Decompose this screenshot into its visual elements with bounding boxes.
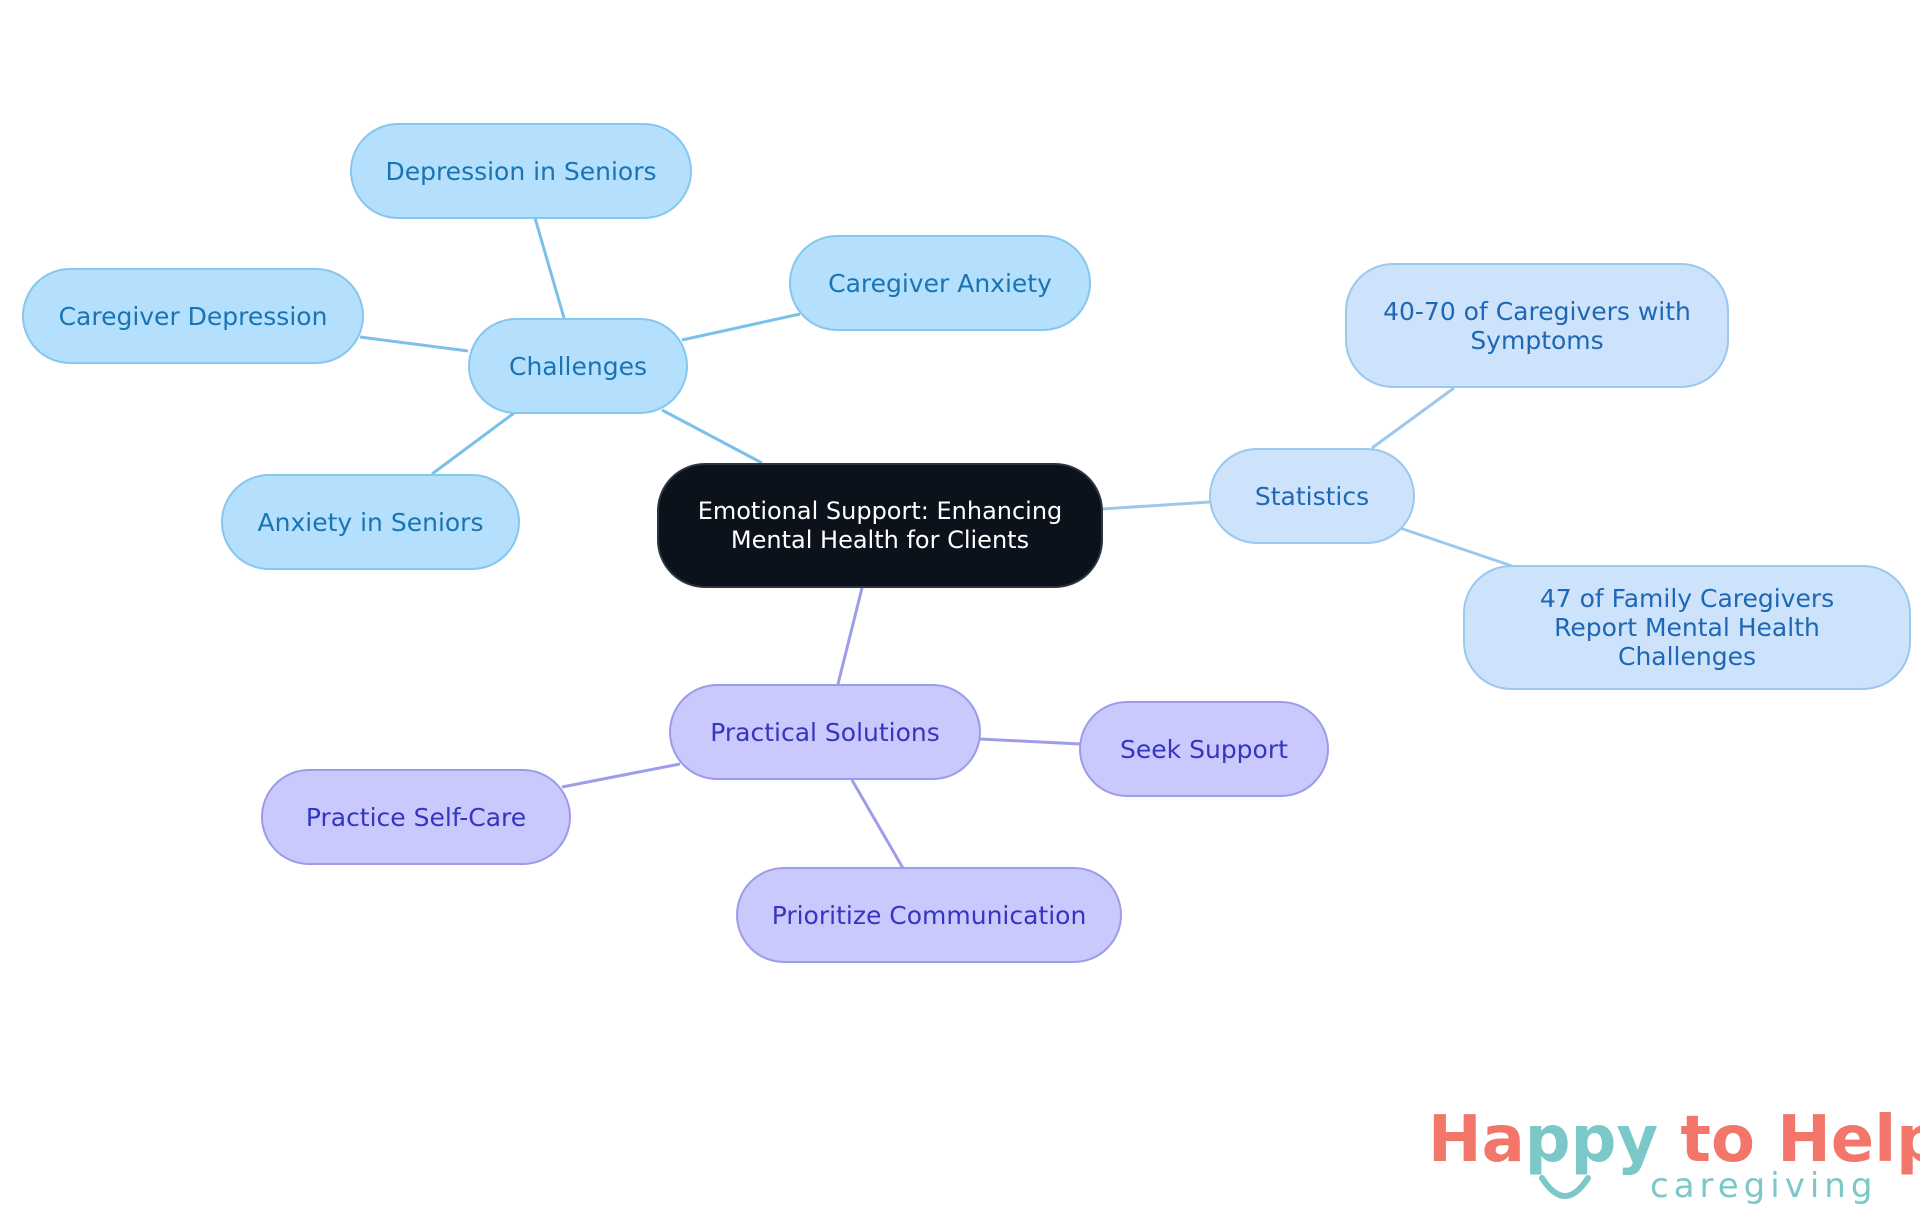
node-caregiver-depression[interactable]: Caregiver Depression (22, 268, 364, 364)
node-40-70-caregivers-label: 40-70 of Caregivers with Symptoms (1383, 296, 1691, 355)
node-prioritize-communication[interactable]: Prioritize Communication (736, 867, 1122, 963)
logo-main-part-b: ppy (1524, 1103, 1659, 1177)
branch-statistics[interactable]: Statistics (1209, 448, 1415, 544)
logo-main-text: Happy to Help (1428, 1102, 1920, 1178)
branch-challenges[interactable]: Challenges (468, 318, 688, 414)
node-depression-in-seniors-label: Depression in Seniors (385, 156, 657, 186)
node-40-70-caregivers[interactable]: 40-70 of Caregivers with Symptoms (1345, 263, 1729, 388)
smile-icon (1539, 1175, 1591, 1199)
edge-challenges-caregiver-anxiety (681, 312, 801, 342)
node-47-family-caregivers-label: 47 of Family Caregivers Report Mental He… (1539, 584, 1835, 671)
node-practice-self-care[interactable]: Practice Self-Care (261, 769, 571, 865)
logo-main-part-a: Ha (1428, 1103, 1525, 1177)
node-caregiver-anxiety-label: Caregiver Anxiety (828, 268, 1052, 298)
node-caregiver-anxiety[interactable]: Caregiver Anxiety (789, 235, 1091, 331)
logo-main-part-c: to Help (1658, 1103, 1920, 1177)
branch-statistics-label: Statistics (1254, 481, 1370, 511)
edge-root-solutions (836, 587, 864, 685)
node-prioritize-communication-label: Prioritize Communication (771, 900, 1087, 930)
edge-solutions-self-care (561, 762, 681, 789)
node-depression-in-seniors[interactable]: Depression in Seniors (350, 123, 692, 219)
happy-to-help-logo: Happy to Help caregiving (1422, 1102, 1920, 1212)
edge-root-statistics (1101, 500, 1211, 511)
edge-challenges-depression-seniors (533, 217, 566, 319)
node-anxiety-in-seniors-label: Anxiety in Seniors (257, 507, 484, 537)
logo-sub-text: caregiving (1650, 1166, 1878, 1206)
edge-solutions-seek-support (979, 737, 1081, 746)
node-anxiety-in-seniors[interactable]: Anxiety in Seniors (221, 474, 520, 570)
edge-statistics-47 (1399, 526, 1513, 568)
branch-practical-solutions[interactable]: Practical Solutions (669, 684, 981, 780)
root-node[interactable]: Emotional Support: Enhancing Mental Heal… (657, 463, 1103, 588)
edge-statistics-40-70 (1371, 386, 1455, 450)
node-47-family-caregivers[interactable]: 47 of Family Caregivers Report Mental He… (1463, 565, 1911, 690)
edge-challenges-caregiver-depression (359, 335, 469, 353)
node-seek-support[interactable]: Seek Support (1079, 701, 1329, 797)
edge-root-challenges (661, 408, 763, 465)
node-caregiver-depression-label: Caregiver Depression (58, 301, 328, 331)
node-seek-support-label: Seek Support (1120, 734, 1288, 764)
edge-solutions-communication (850, 779, 906, 871)
root-label: Emotional Support: Enhancing Mental Heal… (697, 496, 1063, 554)
node-practice-self-care-label: Practice Self-Care (305, 802, 527, 832)
edge-challenges-anxiety-seniors (431, 411, 515, 476)
branch-practical-solutions-label: Practical Solutions (710, 717, 940, 747)
branch-challenges-label: Challenges (508, 351, 647, 381)
